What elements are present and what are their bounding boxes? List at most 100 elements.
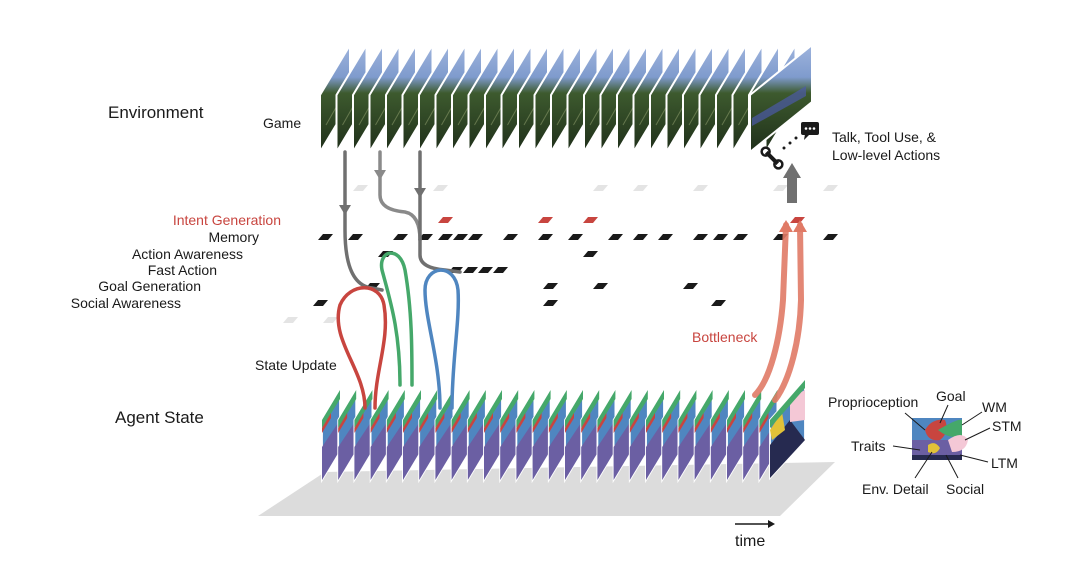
agent-state-frame xyxy=(580,386,601,484)
arrow-head xyxy=(793,220,807,232)
environment-heading: Environment xyxy=(108,103,204,122)
agent-state-frame xyxy=(693,386,714,484)
module-event-mark xyxy=(608,234,623,240)
module-line xyxy=(235,267,870,273)
module-event-mark xyxy=(543,283,558,289)
action-output-arrow-head xyxy=(783,163,801,178)
module-event-mark xyxy=(348,234,363,240)
state-update-green-loop xyxy=(379,251,414,387)
module-lines xyxy=(190,185,935,323)
game-frame-final xyxy=(749,42,813,155)
agent-state-frame xyxy=(677,386,698,484)
faded-event-mark xyxy=(593,185,608,191)
legend-traits: Traits xyxy=(851,438,885,454)
faded-event-mark xyxy=(283,317,298,323)
faded-event-mark xyxy=(353,185,368,191)
module-line xyxy=(275,234,900,240)
agent-state-frame xyxy=(531,386,552,484)
legend-ltm: LTM xyxy=(991,455,1018,471)
arrow-head xyxy=(779,220,793,232)
agent-state-heading: Agent State xyxy=(115,408,204,427)
legend-proprioception: Proprioception xyxy=(828,394,918,410)
actions-label-line1: Talk, Tool Use, & xyxy=(832,129,937,145)
agent-state-frame xyxy=(612,386,633,484)
module-event-mark xyxy=(823,234,838,240)
module-label: Action Awareness xyxy=(132,246,243,262)
module-event-mark xyxy=(318,234,333,240)
faded-event-mark xyxy=(323,317,338,323)
module-event-mark xyxy=(468,234,483,240)
module-event-mark xyxy=(503,234,518,240)
module-event-mark xyxy=(713,234,728,240)
module-line xyxy=(255,251,885,257)
module-event-mark xyxy=(568,234,583,240)
module-line xyxy=(220,283,855,289)
module-event-mark xyxy=(538,217,553,223)
module-line xyxy=(290,217,915,223)
agent-state-frame xyxy=(483,386,503,484)
bottleneck-label: Bottleneck xyxy=(692,329,758,345)
module-label: Memory xyxy=(208,229,259,245)
module-event-mark xyxy=(538,234,553,240)
module-event-mark xyxy=(463,267,478,273)
bottleneck-band-left xyxy=(752,222,789,398)
speech-bubble-icon xyxy=(801,122,819,140)
module-event-mark xyxy=(583,217,598,223)
game-frames xyxy=(319,41,813,156)
legend-wm: WM xyxy=(982,399,1007,415)
module-event-mark xyxy=(593,283,608,289)
agent-state-frame xyxy=(369,386,390,484)
agent-state-frame xyxy=(596,386,617,484)
labels: Environment Agent State Game Talk, Tool … xyxy=(108,103,1022,550)
module-label: Goal Generation xyxy=(98,278,201,294)
legend-social: Social xyxy=(946,481,984,497)
module-event-mark xyxy=(453,234,468,240)
legend-env-detail: Env. Detail xyxy=(862,481,929,497)
agent-state-frame xyxy=(466,386,487,484)
faded-event-mark xyxy=(433,185,448,191)
state-legend-block xyxy=(892,404,991,479)
faded-event-mark xyxy=(633,185,648,191)
agent-state-frames xyxy=(321,377,806,484)
module-event-mark xyxy=(393,234,408,240)
time-arrow xyxy=(735,520,775,528)
module-event-mark xyxy=(711,300,726,306)
agent-state-frame xyxy=(515,386,536,484)
faded-event-mark xyxy=(773,185,788,191)
state-update-label: State Update xyxy=(255,357,337,373)
agent-state-frame xyxy=(726,386,746,484)
module-event-mark xyxy=(493,267,508,273)
module-event-mark xyxy=(693,234,708,240)
module-event-mark xyxy=(583,251,598,257)
faded-event-mark xyxy=(693,185,708,191)
module-event-mark xyxy=(790,217,805,223)
game-to-fast-action-arrow xyxy=(378,150,422,242)
module-event-mark xyxy=(438,234,453,240)
state-update-blue-loop xyxy=(423,268,461,410)
agent-state-frame xyxy=(742,386,763,484)
agent-state-frame xyxy=(353,386,374,484)
actions-label-line2: Low-level Actions xyxy=(832,147,940,163)
wrench-icon xyxy=(760,146,784,170)
module-line xyxy=(200,300,840,306)
agent-state-frame xyxy=(402,386,422,484)
game-frame-water xyxy=(752,86,806,126)
agent-state-frame xyxy=(337,386,358,484)
arrow-head xyxy=(414,188,426,198)
time-label: time xyxy=(735,533,765,550)
legend-goal: Goal xyxy=(936,388,966,404)
module-event-mark xyxy=(543,300,558,306)
module-event-mark xyxy=(633,234,648,240)
legend-stm: STM xyxy=(992,418,1022,434)
module-label: Social Awareness xyxy=(71,295,181,311)
module-label: Fast Action xyxy=(148,262,217,278)
module-event-mark xyxy=(438,217,453,223)
agent-state-frame xyxy=(709,386,730,484)
action-output-arrow-stem xyxy=(787,175,797,203)
dotted-link xyxy=(782,136,798,150)
module-event-mark xyxy=(313,300,328,306)
module-event-mark xyxy=(658,234,673,240)
module-event-mark xyxy=(733,234,748,240)
arrow-head xyxy=(339,205,351,215)
